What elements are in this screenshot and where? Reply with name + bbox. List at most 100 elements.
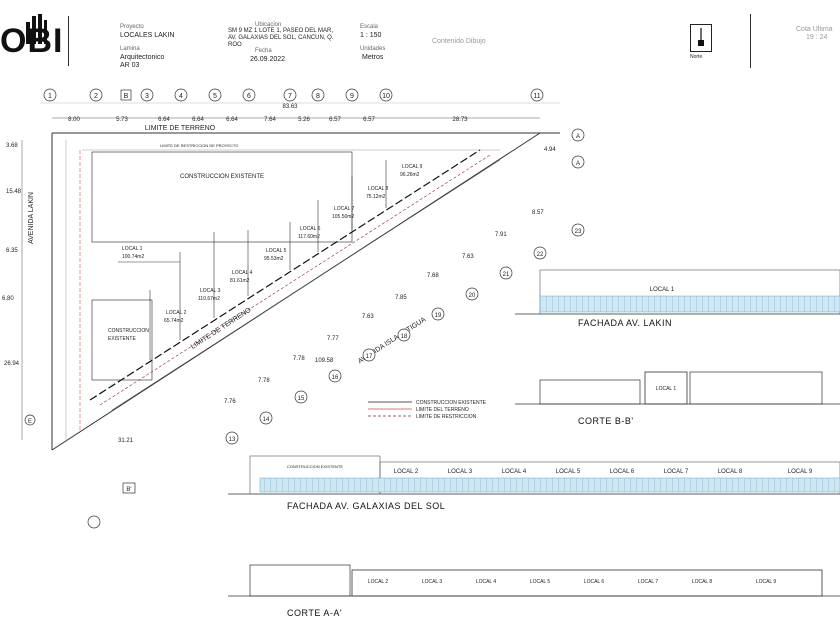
bottom-markers: 31.21 B' [87, 438, 136, 529]
dim-label: 3.68 [6, 143, 18, 149]
right-axis: A A 4.94 8.57 23 [532, 128, 585, 237]
grid-bubble [208, 88, 222, 102]
grid-bubble [499, 266, 513, 280]
local-area: 105.50m2 [332, 214, 354, 220]
dim-label: 6.64 [192, 117, 204, 123]
grid-bubble [283, 88, 297, 102]
divider [750, 14, 751, 68]
grid-label: 21 [503, 272, 510, 278]
grid-label: 16 [332, 375, 339, 381]
location-line-3: ROO [228, 42, 242, 48]
dim-label: 5.26 [298, 117, 310, 123]
grid-label: 2 [94, 93, 98, 100]
fachada-galaxias: CONSTRUCCION EXISTENTE LOCAL 2 LOCAL 3 L… [228, 455, 840, 511]
location-field-label: Ubicacion [255, 22, 282, 28]
drawing-content-label: Contenido Dibujo [432, 38, 486, 45]
dim-label: 7.77 [327, 336, 339, 342]
dim-label: 7.91 [495, 232, 507, 238]
axis-label: A [576, 134, 580, 140]
grid-bubble [311, 88, 325, 102]
existente-label: CONSTRUCCION EXISTENTE [287, 464, 343, 469]
local-name: LOCAL 1 [122, 246, 143, 252]
corte-local: LOCAL 7 [638, 579, 659, 585]
dim-label: 8.00 [68, 117, 80, 123]
corte-local: LOCAL 2 [368, 579, 389, 585]
limite-terreno-diagonal: LIMITE DE TERRENO [190, 306, 253, 350]
corte-local: LOCAL 8 [692, 579, 713, 585]
fachada-lakin: LOCAL 1 FACHADA AV. LAKIN [515, 269, 840, 328]
dim-label: 4.94 [544, 147, 556, 153]
grid-bubble [259, 411, 273, 425]
corte-bb: LOCAL 1 CORTE B-B' [515, 371, 840, 426]
limite-terreno-top: LIMITE DE TERRENO [145, 125, 216, 132]
dim-label: 7.68 [427, 273, 439, 279]
grid-label: 18 [401, 334, 408, 340]
sheet-name: Arquitectonico [120, 54, 165, 61]
section-marker [120, 89, 132, 101]
date-field-label: Fecha [255, 48, 272, 54]
grid-label: 23 [575, 229, 582, 235]
grid-label: 9 [350, 93, 354, 100]
section-b-label: B [124, 93, 129, 100]
north-arrow-icon [690, 24, 712, 52]
grid-bubble [225, 431, 239, 445]
grid-label: 14 [263, 417, 270, 423]
grid-label: 8 [316, 93, 320, 100]
fachada-lakin-title: FACHADA AV. LAKIN [578, 318, 672, 328]
axis-bubble [571, 155, 585, 169]
project-name: LOCALES LAKIN [120, 32, 175, 39]
corte-bb-title: CORTE B-B' [578, 416, 634, 426]
fachada-lakin-local: LOCAL 1 [650, 287, 675, 293]
axis-bubble [571, 128, 585, 142]
grid-bubble [465, 287, 479, 301]
project-field-label: Proyecto [120, 24, 144, 30]
local-name: LOCAL 8 [368, 186, 389, 192]
fachada-local: LOCAL 9 [788, 469, 813, 475]
grid-bubble [571, 223, 585, 237]
local-area: 95.53m2 [264, 256, 284, 262]
local-area: 65.74m2 [164, 318, 184, 324]
company-logo: OBI [0, 22, 64, 60]
local-area: 75.12m2 [366, 194, 386, 200]
local-name: LOCAL 2 [166, 310, 187, 316]
grid-label: 11 [533, 93, 540, 100]
dim-label: 31.21 [118, 438, 134, 444]
dim-label: 6.35 [6, 248, 18, 254]
grid-label: 13 [229, 437, 236, 443]
logo-mark-icon [26, 14, 47, 44]
dim-label: 7.85 [395, 295, 407, 301]
units-value: Metros [362, 54, 384, 61]
section-marker [122, 482, 136, 494]
left-dimensions: 3.68 15.48 6.35 6.80 26.94 AVENIDA LAKIN… [2, 140, 36, 440]
grid-bubble [362, 348, 376, 362]
local-name: LOCAL 5 [266, 248, 287, 254]
corte-local: LOCAL 9 [756, 579, 777, 585]
grid-label: 17 [366, 354, 373, 360]
fachada-local: LOCAL 6 [610, 469, 635, 475]
fachada-local: LOCAL 5 [556, 469, 581, 475]
dim-label: 6.57 [363, 117, 375, 123]
grid-bubble [294, 390, 308, 404]
grid-bubble [397, 328, 411, 342]
legend-item: CONSTRUCCION EXISTENTE [416, 400, 487, 406]
fachada-local: LOCAL 3 [448, 469, 473, 475]
construccion-existente-left-2: EXISTENTE [108, 336, 136, 342]
location-line-1: SM 9 MZ 1 LOTE 1, PASEO DEL MAR, [228, 28, 334, 34]
grid-label: 22 [537, 252, 544, 258]
local-name: LOCAL 4 [232, 270, 253, 276]
grid-bubble [533, 246, 547, 260]
corner-label-top: Cota Ultima [796, 26, 833, 33]
grid-bubble [87, 515, 101, 529]
dim-label: 7.76 [224, 399, 236, 405]
grid-bubble [43, 88, 57, 102]
grid-bubble [89, 88, 103, 102]
legend-item: LIMITE DEL TERRENO [416, 407, 469, 413]
corte-bb-local: LOCAL 1 [656, 386, 677, 392]
scale-field-label: Escala [360, 24, 379, 30]
sheet-code: AR 03 [120, 62, 140, 69]
construccion-existente-left-1: CONSTRUCCION [108, 328, 149, 334]
divider [68, 16, 69, 66]
grid-label: 4 [179, 93, 183, 100]
grid-label: 1 [48, 93, 52, 100]
grid-bubble [174, 88, 188, 102]
